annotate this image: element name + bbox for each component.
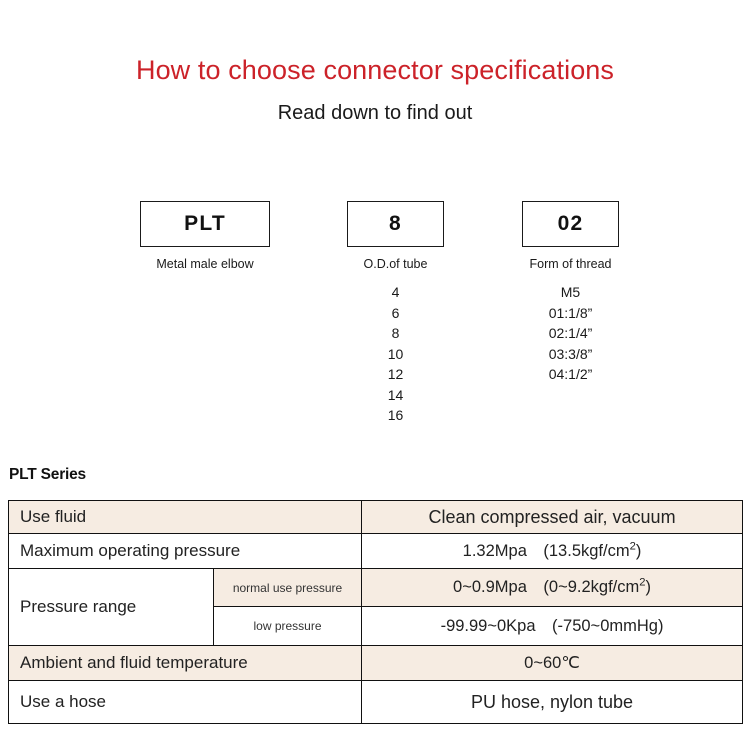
row-sublabel-low-pressure: low pressure <box>212 606 363 646</box>
specification-table: Use fluid Clean compressed air, vacuum M… <box>7 500 744 724</box>
row-value-normal-use-pressure: 0~0.9Mpa (0~9.2kgf/cm2) <box>361 568 744 607</box>
code-option: 03:3/8” <box>548 345 593 362</box>
code-option: 6 <box>391 304 400 321</box>
row-label-max-operating-pressure: Maximum operating pressure <box>7 533 363 569</box>
code-option: 16 <box>387 407 404 423</box>
row-value-low-pressure: -99.99~0Kpa (-750~0mmHg) <box>361 606 744 646</box>
code-box-prefix-value: PLT <box>184 212 226 235</box>
code-option: 04:1/2” <box>548 366 593 382</box>
value-superscript: 2 <box>629 540 636 552</box>
code-breakdown-area: PLT Metal male elbow 8 O.D.of tube 4 6 8… <box>0 201 750 451</box>
code-option: 12 <box>387 366 404 382</box>
code-option: 10 <box>387 345 404 362</box>
table-row: Use fluid Clean compressed air, vacuum <box>7 500 744 534</box>
row-value-use-a-hose: PU hose, nylon tube <box>361 680 744 724</box>
row-label-ambient-fluid-temperature: Ambient and fluid temperature <box>7 645 363 681</box>
code-group-tube: 8 O.D.of tube 4 6 8 10 12 14 16 <box>347 201 444 426</box>
page-subtitle: Read down to find out <box>277 102 473 124</box>
value-tail: ) <box>645 578 651 596</box>
table-row: Pressure range normal use pressure 0~0.9… <box>8 568 744 646</box>
value-main: 1.32Mpa (13.5kgf/cm <box>462 541 630 560</box>
code-option: 8 <box>391 325 400 341</box>
value-tail: ) <box>635 541 642 560</box>
table-row: Maximum operating pressure 1.32Mpa (13.5… <box>7 533 744 569</box>
value-superscript: 2 <box>639 576 646 589</box>
row-value-max-operating-pressure: 1.32Mpa (13.5kgf/cm2) <box>361 533 744 569</box>
series-heading: PLT Series <box>9 466 86 483</box>
code-caption-thread: Form of thread <box>529 257 612 271</box>
row-label-use-fluid: Use fluid <box>7 500 363 534</box>
row-value-use-fluid: Clean compressed air, vacuum <box>361 500 744 534</box>
code-group-thread: 02 Form of thread M5 01:1/8” 02:1/4” 03:… <box>522 201 619 385</box>
code-group-prefix: PLT Metal male elbow <box>140 201 270 282</box>
code-options-tube: 4 6 8 10 12 14 16 <box>347 282 444 426</box>
code-option: 14 <box>387 386 404 403</box>
code-box-prefix: PLT <box>140 201 270 247</box>
code-option: 4 <box>391 284 400 300</box>
row-label-pressure-range: Pressure range <box>8 568 214 646</box>
code-caption-prefix: Metal male elbow <box>156 257 254 271</box>
code-option: 01:1/8” <box>548 304 593 321</box>
row-value-ambient-fluid-temperature: 0~60℃ <box>361 645 744 681</box>
table-row: Use a hose PU hose, nylon tube <box>7 680 744 724</box>
table-row: Ambient and fluid temperature 0~60℃ <box>7 645 744 681</box>
row-sublabel-normal-use-pressure: normal use pressure <box>212 568 363 607</box>
code-box-thread-value: 02 <box>557 212 584 235</box>
code-box-thread: 02 <box>522 201 619 247</box>
code-option: M5 <box>560 284 581 300</box>
page-title: How to choose connector specifications <box>135 55 615 85</box>
row-label-use-a-hose: Use a hose <box>7 680 363 724</box>
code-option: 02:1/4” <box>548 325 593 341</box>
code-box-tube-value: 8 <box>389 212 402 235</box>
code-caption-tube: O.D.of tube <box>363 257 428 271</box>
value-main: 0~0.9Mpa (0~9.2kgf/cm <box>453 578 640 596</box>
code-box-tube: 8 <box>347 201 444 247</box>
code-options-thread: M5 01:1/8” 02:1/4” 03:3/8” 04:1/2” <box>522 282 619 385</box>
